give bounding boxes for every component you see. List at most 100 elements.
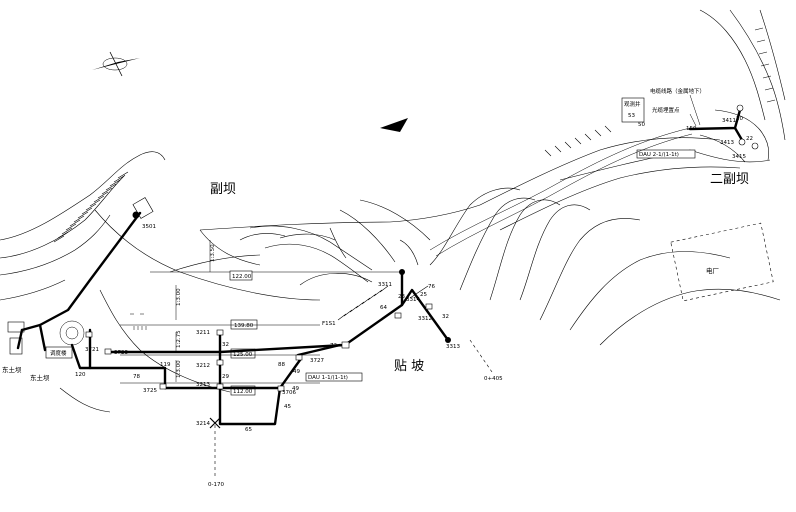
station-marker-3211 bbox=[216, 329, 224, 336]
optical-cable-note: 光缆埋置点 bbox=[652, 106, 680, 114]
station-marker-3212 bbox=[216, 359, 224, 366]
label-second-auxiliary-dam: 二副坝 bbox=[710, 172, 749, 187]
slope-label-3: 1:2.75 bbox=[176, 330, 182, 348]
slope-label-1: 1:3.50 bbox=[210, 244, 216, 262]
annotations: 电缆线路（金属地下） 光缆埋置点 bbox=[650, 87, 705, 127]
station-marker-3727 bbox=[295, 354, 303, 361]
station-marker-3213 bbox=[216, 383, 224, 390]
cable-routes bbox=[16, 108, 744, 426]
slope-label-2: 1:3.00 bbox=[176, 288, 182, 306]
culvert-circle bbox=[59, 320, 85, 346]
station-marker-3721 bbox=[85, 331, 93, 338]
station-label-3213: 3213 bbox=[196, 382, 210, 388]
route-left-upper bbox=[20, 211, 142, 332]
label-auxiliary-dam: 副坝 bbox=[210, 182, 236, 197]
cable-length-45: 45 bbox=[284, 404, 291, 410]
cable-length-20: 20 bbox=[736, 116, 743, 122]
station-label-3415: 3415 bbox=[732, 154, 746, 160]
station-label-3413: 3413 bbox=[720, 140, 734, 146]
dau-label-1: DAU 1-1/(1-1t) bbox=[308, 375, 348, 381]
station-label-3727: 3727 bbox=[310, 358, 324, 364]
axis-label-2: 0-170 bbox=[208, 482, 224, 488]
cable-length-120: 120 bbox=[75, 372, 86, 378]
station-label-3214: 3214 bbox=[196, 421, 210, 427]
station-markers bbox=[85, 104, 759, 429]
cable-length-32: 32 bbox=[222, 342, 229, 348]
route-left-end bbox=[16, 328, 24, 350]
station-label-3312: 3312 bbox=[418, 316, 432, 322]
slope-hatching bbox=[53, 27, 776, 321]
station-marker-3706 bbox=[277, 385, 285, 392]
station-label-3706: 3706 bbox=[282, 390, 296, 396]
cable-length-labels: 120 78 119 32 29 49 65 45 49 88 72 64 23… bbox=[75, 116, 753, 433]
route-3413 bbox=[733, 126, 744, 142]
station-marker-3214 bbox=[209, 417, 221, 429]
route-left-spur bbox=[38, 323, 47, 352]
observation-well-label: 观测井 bbox=[624, 100, 641, 108]
dau-box-1 bbox=[305, 372, 363, 382]
station-marker-3415 bbox=[751, 142, 759, 150]
label-slope-facing: 贴 坡 bbox=[394, 359, 424, 374]
berm-lines: 1:3.50 1:3.00 1:2.75 1:3.00 bbox=[120, 240, 320, 384]
station-label-3723: 3723 bbox=[114, 350, 128, 356]
axis-lines: 0-170 0+405 bbox=[208, 339, 503, 488]
cable-length-49a: 49 bbox=[293, 369, 300, 375]
axis-label-1: 0+405 bbox=[484, 376, 503, 382]
station-marker-3411 bbox=[736, 104, 744, 112]
flow-direction-icon bbox=[380, 118, 408, 132]
cable-length-29: 29 bbox=[222, 374, 229, 380]
station-label-3411: 3411 bbox=[722, 118, 736, 124]
station-marker-3313 bbox=[445, 337, 451, 343]
cable-length-65: 65 bbox=[245, 427, 252, 433]
station-label-3212: 3212 bbox=[196, 363, 210, 369]
cable-length-64: 64 bbox=[380, 305, 387, 311]
cable-length-25: 25 bbox=[420, 292, 427, 298]
station-label-3501: 3501 bbox=[142, 224, 156, 230]
elev-label-1: 122.00 bbox=[232, 274, 252, 280]
observation-well-box bbox=[621, 97, 645, 123]
station-marker-3725 bbox=[159, 383, 167, 390]
power-plant-outline bbox=[670, 222, 774, 302]
cable-length-88: 88 bbox=[278, 362, 285, 368]
cable-length-32b: 32 bbox=[442, 314, 449, 320]
cable-length-49b: 49 bbox=[292, 386, 299, 392]
cable-length-72: 72 bbox=[330, 343, 337, 349]
station-marker-3311 bbox=[399, 269, 405, 275]
culvert-inner bbox=[65, 326, 79, 340]
cable-length-76: 76 bbox=[428, 284, 435, 290]
route-3727 bbox=[296, 343, 342, 357]
elev-box-3 bbox=[230, 348, 256, 359]
area-labels: 副坝 贴 坡 二副坝 东土坝 东土坝 bbox=[2, 172, 749, 382]
elev-box-1 bbox=[229, 270, 253, 281]
observation-well-number: 53 bbox=[628, 113, 635, 119]
cable-length-50: 50 bbox=[638, 122, 645, 128]
cable-length-119: 119 bbox=[160, 362, 171, 368]
station-marker-3314 bbox=[394, 312, 402, 319]
cable-length-78: 78 bbox=[133, 374, 140, 380]
route-3214 bbox=[218, 358, 302, 426]
station-label-F1S1: F1S1 bbox=[322, 321, 336, 327]
terrain-contours bbox=[0, 9, 786, 413]
dau-box-2 bbox=[636, 149, 696, 159]
station-label-3725: 3725 bbox=[143, 388, 157, 394]
station-marker-F1S1 bbox=[341, 341, 350, 349]
station-label-3311: 3311 bbox=[378, 282, 392, 288]
dispatch-building bbox=[45, 346, 73, 359]
slope-label-4: 1:3.00 bbox=[176, 360, 182, 378]
station-label-3314: 3314 bbox=[406, 297, 420, 303]
elev-box-4 bbox=[230, 385, 256, 396]
station-label-3211: 3211 bbox=[196, 330, 210, 336]
station-labels: 3501 3721 3723 3725 3211 3212 3213 3214 … bbox=[85, 118, 746, 427]
dispatch-building-label: 调度楼 bbox=[50, 349, 67, 357]
left-block-1 bbox=[7, 321, 25, 333]
cable-route-note: 电缆线路（金属地下） bbox=[650, 87, 705, 95]
elev-box-2 bbox=[230, 319, 258, 330]
station-marker-3501 bbox=[132, 211, 140, 219]
cable-length-23: 23 bbox=[398, 294, 405, 300]
station-label-3313: 3313 bbox=[446, 344, 460, 350]
label-earth-dam-1: 东土坝 bbox=[2, 365, 22, 374]
cable-length-22: 22 bbox=[746, 136, 753, 142]
cable-corridor bbox=[429, 127, 693, 257]
elev-label-4: 112.00 bbox=[233, 389, 253, 395]
